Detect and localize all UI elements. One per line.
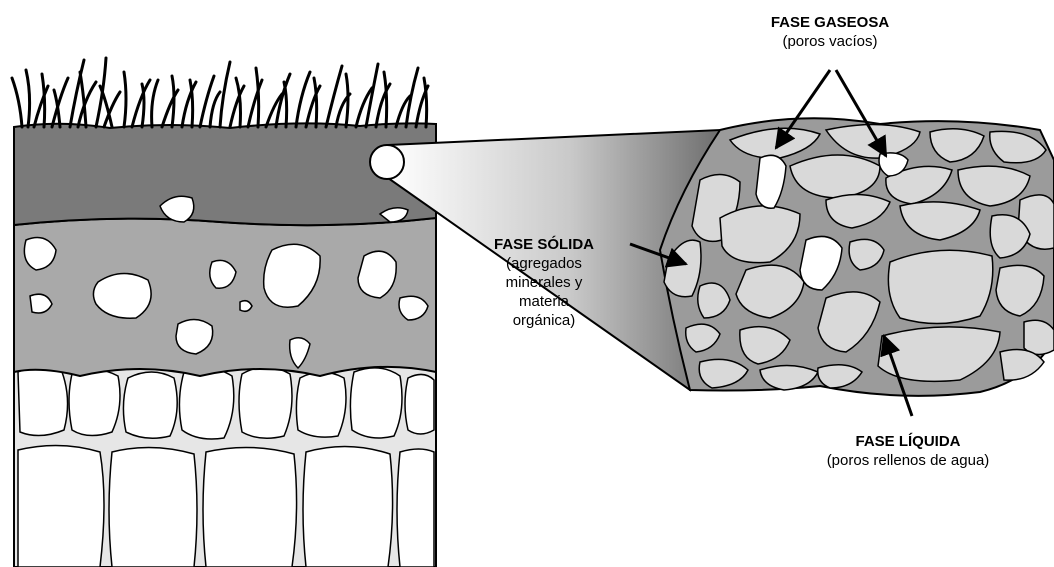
magnified-sample	[660, 118, 1054, 396]
gas-phase-desc: (poros vacíos)	[728, 32, 932, 51]
soil-profile	[12, 58, 436, 567]
magnifier-circle	[370, 145, 404, 179]
liquid-phase-desc: (poros rellenos de agua)	[790, 451, 1026, 470]
gas-phase-title: FASE GASEOSA	[728, 13, 932, 32]
solid-phase-title: FASE SÓLIDA	[474, 235, 614, 254]
solid-phase-desc-line: (agregados	[474, 254, 614, 273]
solid-phase-desc-line: materia	[474, 292, 614, 311]
bedrock-blocks	[18, 367, 434, 567]
gas-phase-label: FASE GASEOSA (poros vacíos)	[728, 13, 932, 51]
liquid-phase-label: FASE LÍQUIDA (poros rellenos de agua)	[790, 432, 1026, 470]
solid-phase-desc-line: orgánica)	[474, 311, 614, 330]
grass	[12, 58, 428, 127]
solid-phase-desc-line: minerales y	[474, 273, 614, 292]
solid-phase-label: FASE SÓLIDA (agregados minerales y mater…	[474, 235, 614, 330]
liquid-phase-title: FASE LÍQUIDA	[790, 432, 1026, 451]
topsoil-layer	[14, 123, 436, 225]
